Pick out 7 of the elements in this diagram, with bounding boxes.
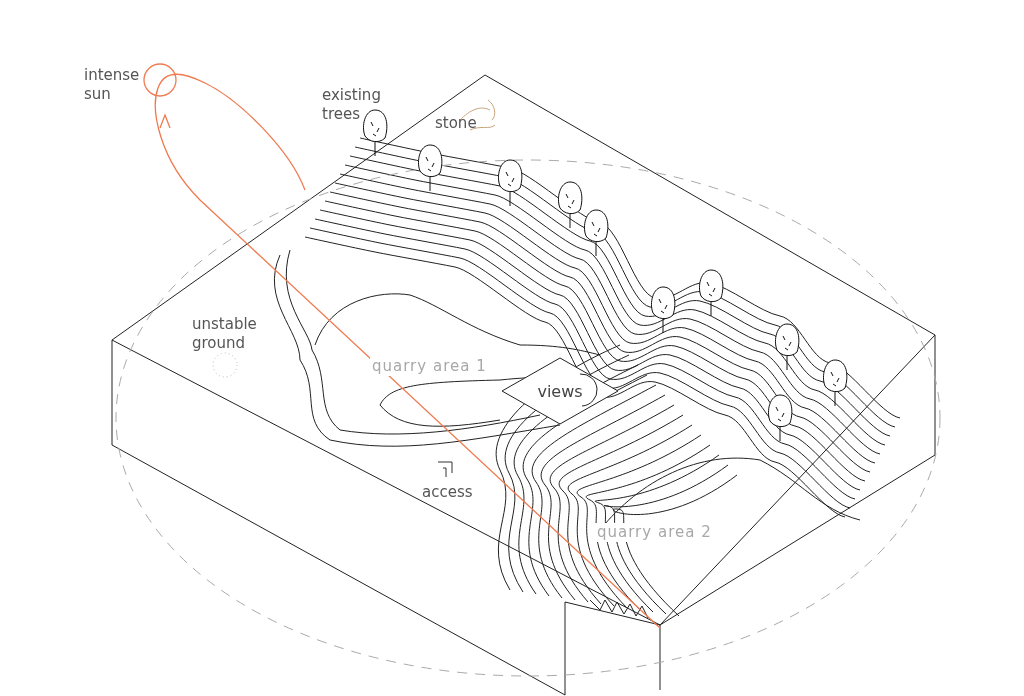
ground-label: unstable ground <box>191 315 258 353</box>
access-label: access <box>421 483 474 502</box>
viewpoint-label: views <box>537 381 583 401</box>
trees-label: existing trees <box>321 86 382 124</box>
stone-label: stone <box>434 114 478 133</box>
sun-label: intense sun <box>83 66 141 104</box>
viewpoint-diamond <box>500 356 620 426</box>
